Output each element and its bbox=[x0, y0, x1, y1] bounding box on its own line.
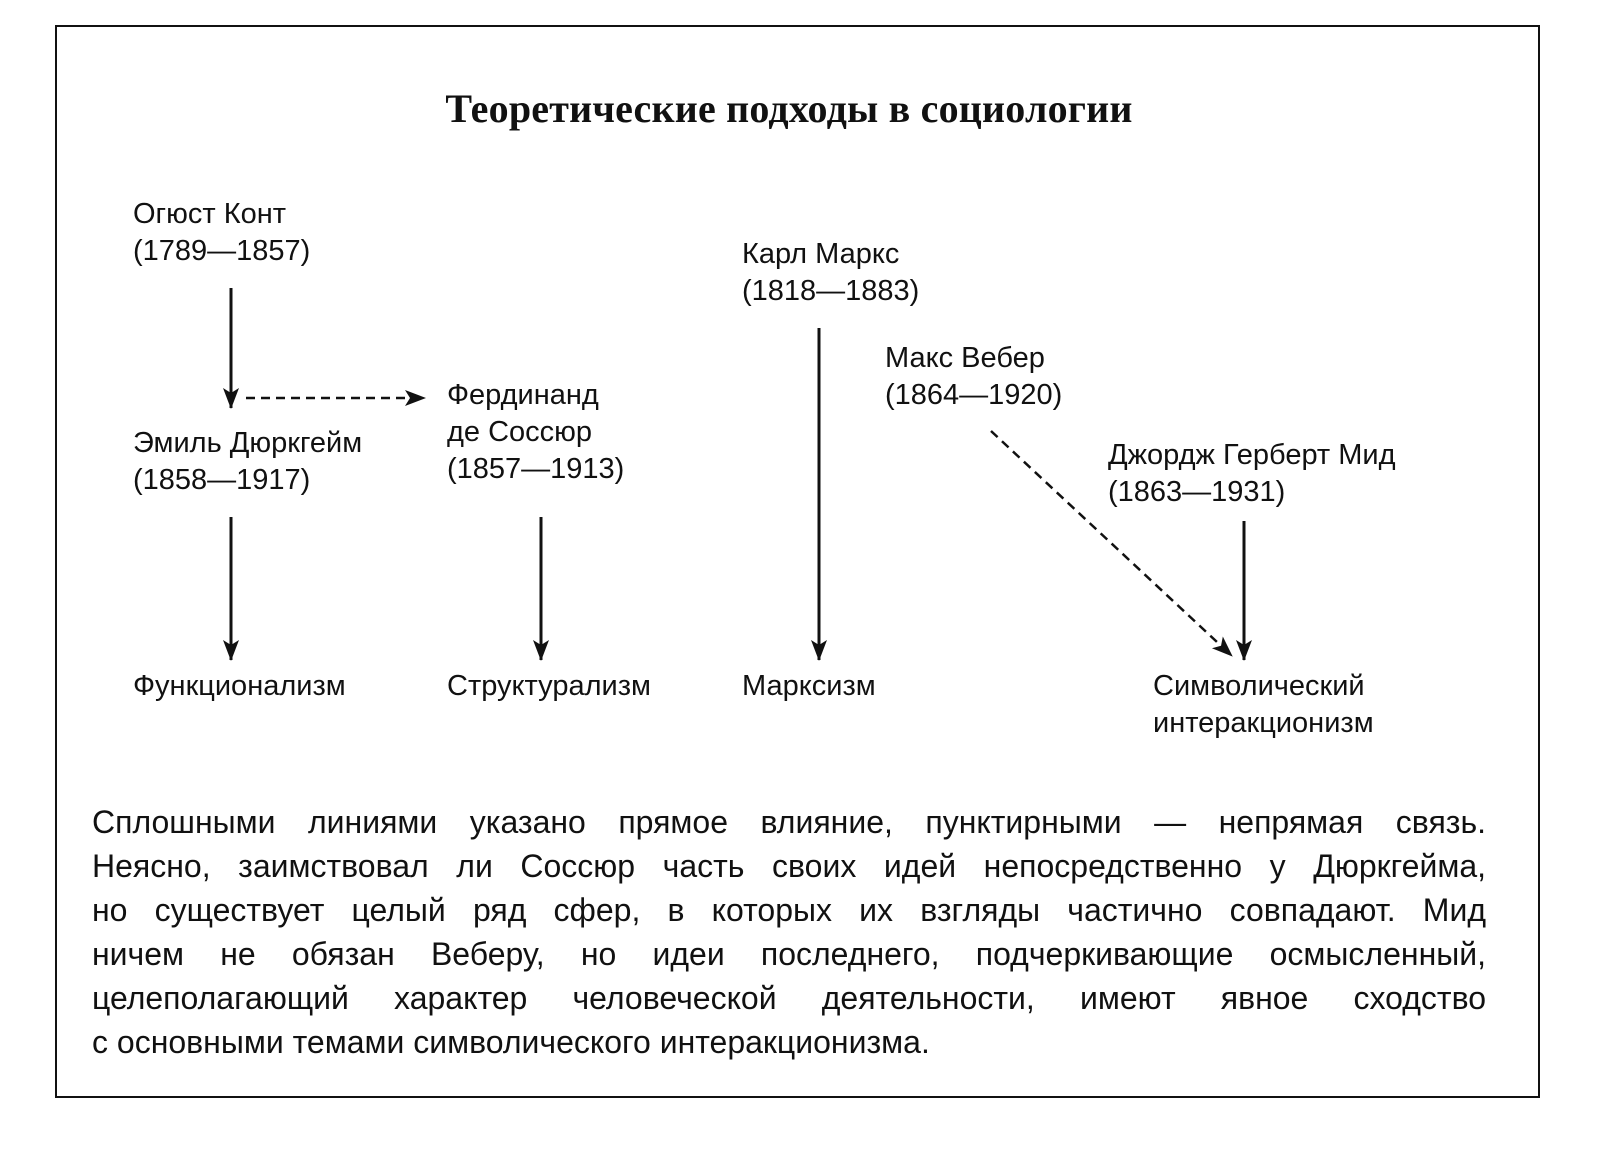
thinker-durkheim: Эмиль Дюркгейм (1858—1917) bbox=[133, 425, 362, 499]
thinker-comte: Огюст Конт (1789—1857) bbox=[133, 196, 310, 270]
thinker-saussure-name-line1: Фердинанд bbox=[447, 379, 599, 411]
school-functionalism: Функционализм bbox=[133, 670, 346, 702]
thinker-mead-name: Джордж Герберт Мид bbox=[1108, 439, 1396, 471]
thinker-durkheim-name: Эмиль Дюркгейм bbox=[133, 427, 363, 459]
arrow-weber-symbolic-dashed bbox=[990, 430, 1233, 657]
thinker-mead: Джордж Герберт Мид (1863—1931) bbox=[1108, 437, 1396, 511]
school-structuralism: Структурализм bbox=[447, 670, 651, 702]
diagram-title: Теоретические подходы в социологии bbox=[445, 86, 1133, 131]
caption-line: целеполагающий характер человеческой дея… bbox=[92, 980, 1486, 1016]
thinker-saussure-name-line2: де Соссюр bbox=[447, 416, 593, 448]
thinker-saussure: Фердинанд де Соссюр (1857—1913) bbox=[447, 377, 624, 488]
thinker-durkheim-years: (1858—1917) bbox=[133, 464, 311, 496]
thinker-comte-years: (1789—1857) bbox=[133, 235, 311, 267]
school-symbolic-interactionism: Символический интеракционизм bbox=[1153, 668, 1374, 742]
thinker-weber-years: (1864—1920) bbox=[885, 379, 1063, 411]
thinker-marx-years: (1818—1883) bbox=[742, 275, 920, 307]
caption-line: Сплошными линиями указано прямое влияние… bbox=[92, 804, 1486, 840]
thinker-weber-name: Макс Вебер bbox=[885, 342, 1045, 374]
caption-line: с основными темами символического интера… bbox=[92, 1024, 930, 1060]
thinker-mead-years: (1863—1931) bbox=[1108, 476, 1286, 508]
diagram-frame bbox=[55, 25, 1540, 1098]
school-symbolic-line1: Символический bbox=[1153, 670, 1365, 702]
thinker-weber: Макс Вебер (1864—1920) bbox=[885, 340, 1062, 414]
school-marxism: Марксизм bbox=[742, 670, 876, 702]
thinker-marx: Карл Маркс (1818—1883) bbox=[742, 236, 919, 310]
thinker-saussure-years: (1857—1913) bbox=[447, 453, 625, 485]
thinker-comte-name: Огюст Конт bbox=[133, 198, 287, 230]
caption-line: но существует целый ряд сфер, в которых … bbox=[92, 892, 1486, 928]
thinker-marx-name: Карл Маркс bbox=[742, 238, 900, 270]
school-symbolic-line2: интеракционизм bbox=[1153, 707, 1374, 739]
diagram-caption: Сплошными линиями указано прямое влияние… bbox=[92, 800, 1486, 1064]
caption-line: Неясно, заимствовал ли Соссюр часть свои… bbox=[92, 848, 1486, 884]
caption-line: ничем не обязан Веберу, но идеи последне… bbox=[92, 936, 1486, 972]
